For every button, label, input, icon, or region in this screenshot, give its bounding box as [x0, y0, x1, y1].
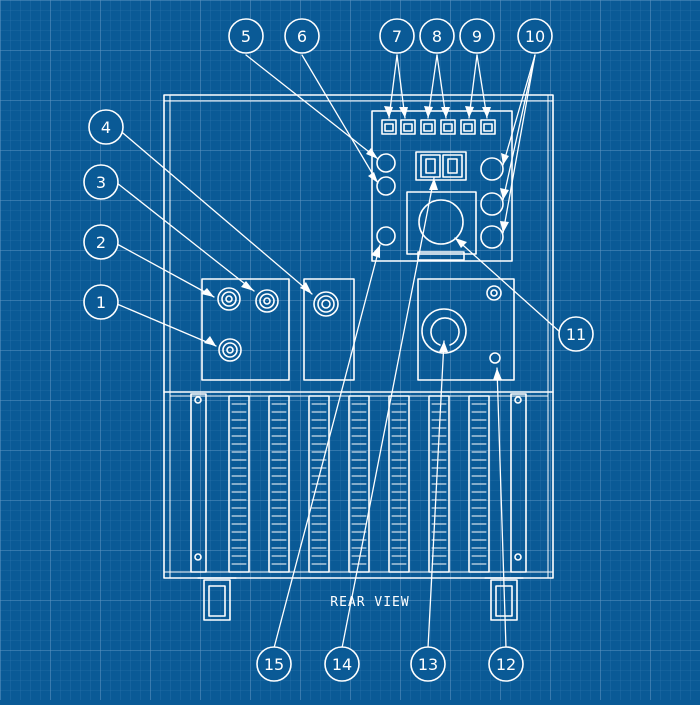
callout-circle-1: [83, 284, 119, 320]
louvre-slot: [308, 395, 330, 573]
callout-number-11: 11: [566, 325, 586, 344]
panel-port-10a: [480, 157, 504, 181]
callout-circle-15: [256, 646, 292, 682]
louvre-slot: [388, 395, 410, 573]
connector-3: [255, 289, 279, 313]
callout-circle-10: [517, 18, 553, 54]
bolt-icon: [486, 285, 502, 301]
callout-number-9: 9: [472, 27, 482, 46]
callout-number-14: 14: [332, 655, 352, 674]
connector-1: [218, 338, 242, 362]
callout-circle-7: [379, 18, 415, 54]
terminal-blocks: [381, 119, 496, 135]
panel-port-5: [376, 153, 396, 173]
diagram-caption: REAR VIEW: [330, 595, 409, 610]
callout-circle-9: [459, 18, 495, 54]
callout-number-6: 6: [297, 27, 307, 46]
louvre-section: [163, 391, 554, 573]
louvre-slot: [268, 395, 290, 573]
rocker-switch: [415, 151, 467, 181]
callout-circle-11: [558, 316, 594, 352]
callout-circle-4: [88, 109, 124, 145]
panel-port-6: [376, 176, 396, 196]
callout-number-5: 5: [241, 27, 251, 46]
callout-number-4: 4: [101, 118, 111, 137]
callout-circle-2: [83, 224, 119, 260]
panel-port-10c: [480, 225, 504, 249]
callout-number-1: 1: [96, 293, 106, 312]
callout-number-3: 3: [96, 173, 106, 192]
callout-number-15: 15: [264, 655, 284, 674]
panel-port-10b: [480, 192, 504, 216]
socket-plate: [303, 278, 355, 381]
louvre-slot: [428, 395, 450, 573]
callout-number-13: 13: [418, 655, 438, 674]
louvre-slot: [228, 395, 250, 573]
callout-circle-12: [488, 646, 524, 682]
callout-circle-14: [324, 646, 360, 682]
callout-number-7: 7: [392, 27, 402, 46]
callout-circle-3: [83, 164, 119, 200]
callout-number-8: 8: [432, 27, 442, 46]
left-connector-plate: [201, 278, 290, 381]
callout-number-10: 10: [525, 27, 545, 46]
callout-number-2: 2: [96, 233, 106, 252]
arrowheads: [201, 106, 509, 380]
control-panel: [371, 110, 513, 262]
callout-circle-6: [284, 18, 320, 54]
louvre-slot: [468, 395, 490, 573]
panel-port-15: [376, 226, 396, 246]
connector-2: [217, 287, 241, 311]
callout-circle-5: [228, 18, 264, 54]
left-wheel: [197, 577, 237, 621]
callout-number-12: 12: [496, 655, 516, 674]
indicator-12: [489, 352, 501, 364]
louvre-slot: [348, 395, 370, 573]
callout-circle-13: [410, 646, 446, 682]
leader-lines: [116, 54, 561, 649]
breaker: [406, 191, 477, 261]
callout-circle-8: [419, 18, 455, 54]
